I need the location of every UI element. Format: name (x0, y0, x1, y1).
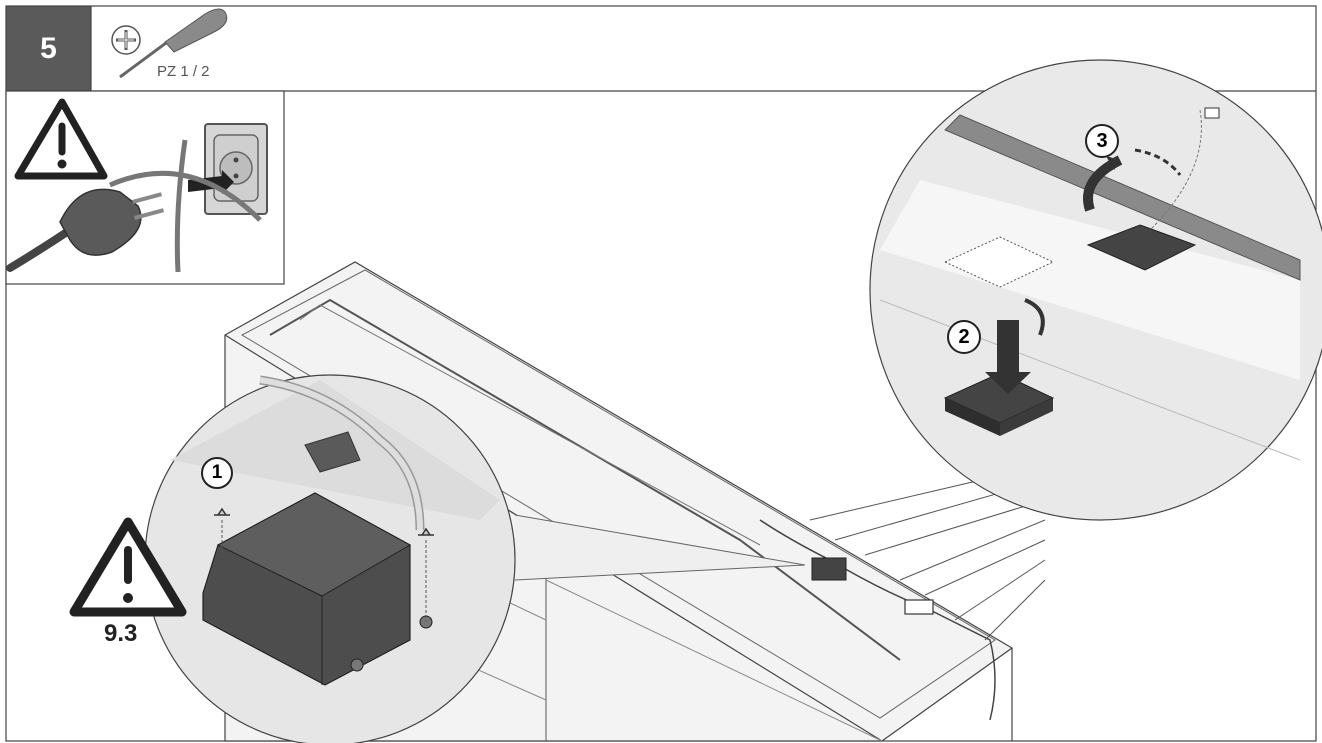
callout-3: 3 (1085, 124, 1119, 158)
phillips-screwdriver-icon (111, 8, 228, 79)
tool-label: PZ 1 / 2 (157, 63, 210, 80)
power-supply-unit (811, 557, 847, 581)
callout-1-magnifier (144, 374, 806, 743)
warning-triangle-icon (14, 98, 108, 180)
step-number-badge: 5 (6, 6, 91, 91)
connector (904, 599, 934, 615)
reference-warning-label: 9.3 (104, 620, 138, 647)
callout-1: 1 (201, 457, 233, 489)
power-plug-icon (6, 188, 165, 272)
cross-out-line (108, 170, 262, 222)
callout-2: 2 (947, 320, 981, 354)
warning-triangle-icon (69, 517, 187, 617)
cross-out-line (174, 139, 188, 273)
callout-2-3-magnifier (809, 59, 1322, 641)
